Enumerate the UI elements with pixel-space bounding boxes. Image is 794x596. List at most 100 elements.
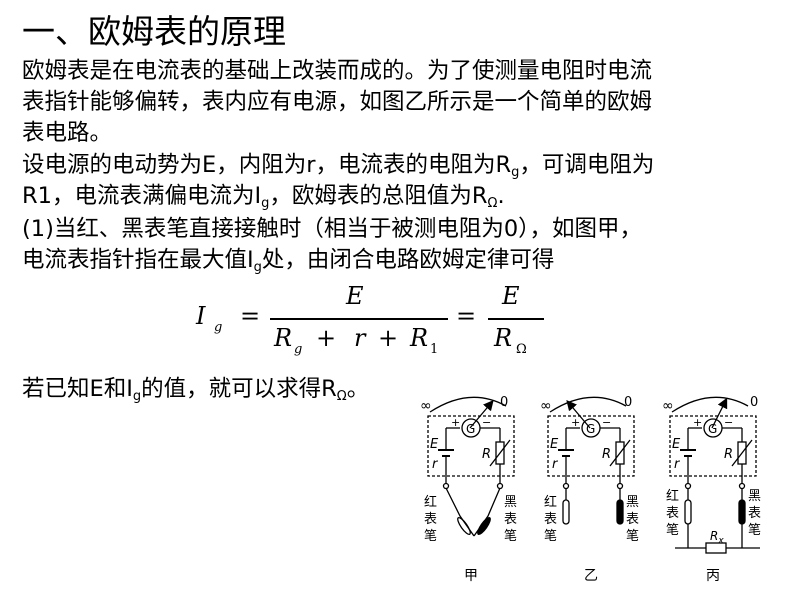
terminal xyxy=(562,482,570,490)
black-probe-label-2: 表 xyxy=(626,512,639,527)
red-probe-label-3: 笔 xyxy=(424,528,437,544)
red-probe-label-1: 红 xyxy=(424,494,437,510)
para2-line1: 设电源的电动势为E，内阻为r，电流表的电阻为Rg，可调电阻为 xyxy=(22,150,654,188)
internal-resistance-label: r xyxy=(552,457,559,472)
subscript: g xyxy=(253,260,262,275)
formula-denominator-internal: r xyxy=(354,324,366,352)
formula-lhs: I xyxy=(196,302,206,330)
resistor-label: R xyxy=(602,447,611,462)
formula-plus: + xyxy=(316,324,337,352)
black-probe-label-2: 表 xyxy=(504,512,517,527)
formula-denominator-r1-sub: 1 xyxy=(430,342,439,357)
black-probe-label-2: 表 xyxy=(748,506,761,521)
circuit-yi xyxy=(547,396,635,525)
text-segment: 若已知E和I xyxy=(22,376,133,402)
terminal xyxy=(442,482,450,490)
meter-scale-arc xyxy=(549,396,627,413)
red-probe xyxy=(562,499,570,525)
figure-label-jia: 甲 xyxy=(464,568,478,584)
para4-line: 若已知E和Ig的值，就可以求得RΩ。 xyxy=(22,374,369,412)
red-probe xyxy=(457,516,471,536)
formula-denominator-r-sub: g xyxy=(294,342,303,357)
scale-zero: 0 xyxy=(500,395,508,410)
galvanometer-label: G xyxy=(586,422,595,436)
meter-scale-arc xyxy=(429,396,507,413)
text-segment: 。 xyxy=(346,376,370,402)
para3-line2: 电流表指针指在最大值Ig处，由闭合电路欧姆定律可得 xyxy=(22,245,554,283)
subscript: Ω xyxy=(336,389,347,404)
text-segment: ，欧姆表的总阻值为R xyxy=(269,183,488,209)
red-probe-label-3: 笔 xyxy=(544,528,557,544)
meter-needle xyxy=(566,400,591,429)
text-segment: 处，由闭合电路欧姆定律可得 xyxy=(261,247,555,273)
black-probe-wire xyxy=(473,487,501,537)
figure-label-yi: 乙 xyxy=(584,568,598,584)
minus-sign: − xyxy=(724,416,733,429)
subscript: Ω xyxy=(487,196,498,211)
ohm-law-formula: I g = E R g + r + R 1 = E R Ω xyxy=(190,282,550,357)
red-probe-label-2: 表 xyxy=(544,512,557,527)
subscript: g xyxy=(132,389,142,404)
terminal xyxy=(738,482,746,490)
circuit-bing xyxy=(669,396,760,554)
subscript: g xyxy=(261,196,270,211)
terminal xyxy=(616,482,624,490)
para3-line1: (1)当红、黑表笔直接接触时（相当于被测电阻为0），如图甲， xyxy=(22,216,642,242)
formula-lhs-sub: g xyxy=(214,320,223,335)
meter-needle xyxy=(469,400,494,429)
scale-infinity: ∞ xyxy=(662,398,674,414)
meter-box xyxy=(427,415,515,477)
para1-line2: 表指针能够偏转，表内应有电源，如图乙所示是一个简单的欧姆 xyxy=(22,89,653,115)
internal-resistance-label: r xyxy=(674,457,681,472)
formula-denominator-2: R xyxy=(494,324,513,352)
red-probe-label-3: 笔 xyxy=(666,522,679,538)
text-segment: 设电源的电动势为E，内阻为r，电流表的电阻为R xyxy=(22,152,512,178)
meter-scale-arc xyxy=(671,396,749,413)
meter-box xyxy=(547,415,635,477)
para1-line1: 欧姆表是在电流表的基础上改装而成的。为了使测量电阻时电流 xyxy=(22,58,653,84)
terminal xyxy=(684,482,692,490)
plus-sign: + xyxy=(693,416,702,429)
minus-sign: − xyxy=(482,416,491,429)
resistor-label: R xyxy=(724,447,733,462)
fraction-bar xyxy=(270,318,448,320)
text-segment: . xyxy=(497,183,505,209)
emf-label: E xyxy=(430,437,439,452)
plus-sign: + xyxy=(571,416,580,429)
meter-needle xyxy=(711,397,728,429)
subscript: g xyxy=(511,165,520,180)
resistor-label: R xyxy=(482,447,491,462)
rx-label: Rx xyxy=(710,529,724,546)
scale-zero: 0 xyxy=(750,395,758,410)
terminal xyxy=(496,482,504,490)
ohmmeter-circuits-figure: ∞ 0 ∞ 0 ∞ 0 + G − + G − + G − E r R E r … xyxy=(420,395,761,584)
rx-main: R xyxy=(710,529,718,543)
figure-label-bing: 丙 xyxy=(706,568,720,584)
fraction-bar xyxy=(488,318,544,320)
text-segment: R1，电流表满偏电流为I xyxy=(22,183,262,209)
formula-numerator-2: E xyxy=(502,282,520,310)
black-probe xyxy=(477,516,491,536)
scale-infinity: ∞ xyxy=(420,398,432,414)
red-probe xyxy=(684,499,692,525)
text-segment: ，可调电阻为 xyxy=(519,152,655,178)
black-probe-label-3: 笔 xyxy=(504,528,517,544)
black-probe xyxy=(616,499,624,525)
emf-label: E xyxy=(550,437,559,452)
rx-sub: x xyxy=(717,536,724,546)
para1-line3: 表电路。 xyxy=(22,120,113,146)
black-probe-label-1: 黑 xyxy=(504,495,517,510)
formula-plus: + xyxy=(378,324,399,352)
formula-denominator-r1: R xyxy=(410,324,429,352)
black-probe-label-3: 笔 xyxy=(748,522,761,538)
black-probe-label-1: 黑 xyxy=(626,495,639,510)
red-probe-label-2: 表 xyxy=(666,506,679,521)
minus-sign: − xyxy=(602,416,611,429)
scale-zero: 0 xyxy=(624,395,632,410)
formula-denominator-r: R xyxy=(274,324,293,352)
internal-resistance-label: r xyxy=(432,457,439,472)
black-probe-label-3: 笔 xyxy=(626,528,639,544)
plus-sign: + xyxy=(451,416,460,429)
emf-label: E xyxy=(672,437,681,452)
text-segment: 电流表指针指在最大值I xyxy=(22,247,254,273)
